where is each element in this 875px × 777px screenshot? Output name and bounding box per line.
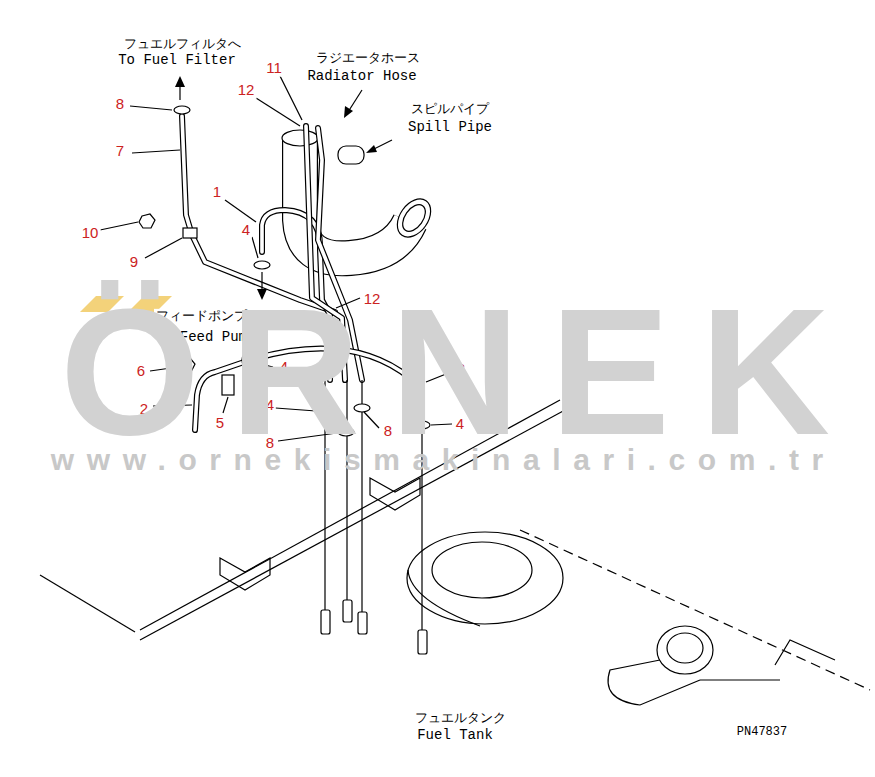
fuel-tank-part bbox=[667, 633, 703, 663]
tank-fittings-part bbox=[418, 630, 427, 654]
flow-arrows-part bbox=[344, 106, 353, 118]
url-watermark: www.ornekismakinalari.com.tr bbox=[38, 443, 836, 476]
flow-arrows-part bbox=[348, 90, 362, 112]
radiator-hose-part bbox=[282, 130, 318, 146]
tank-fittings-part bbox=[343, 600, 352, 622]
callout-number: 12 bbox=[236, 82, 257, 99]
drawing-number: PN47837 bbox=[735, 726, 789, 739]
callout-number: 10 bbox=[80, 225, 101, 242]
tank-fittings bbox=[321, 600, 427, 654]
fuel-tank-part bbox=[407, 532, 563, 624]
callout-number: 11 bbox=[264, 60, 284, 77]
jp-label: スピルパイプ bbox=[409, 102, 491, 116]
fuel-tank-part bbox=[520, 530, 870, 690]
leader-lines-part bbox=[252, 237, 258, 258]
flow-arrows bbox=[175, 76, 362, 300]
fuel-tank-part bbox=[220, 558, 270, 590]
clamps-bolts-part bbox=[254, 261, 270, 269]
spill-pipe-part bbox=[366, 145, 377, 153]
tank-fittings-part bbox=[358, 612, 367, 634]
callout-number: 1 bbox=[211, 184, 223, 201]
fuel-tank-part bbox=[370, 478, 420, 510]
tank-fittings-part bbox=[321, 610, 330, 634]
radiator-hose-part bbox=[390, 193, 437, 243]
callout-number: 9 bbox=[128, 254, 140, 271]
flow-arrows-part bbox=[175, 76, 185, 87]
callout-number: 8 bbox=[114, 96, 126, 113]
en-label: To Fuel Filter bbox=[116, 53, 238, 68]
jp-label: ラジエータホース bbox=[314, 51, 422, 65]
fuel-tank-part bbox=[657, 626, 713, 674]
jp-label: フュエルフィルタへ bbox=[122, 37, 243, 51]
leader-lines-part bbox=[145, 238, 182, 258]
leader-lines-part bbox=[280, 76, 302, 120]
callout-number: 7 bbox=[114, 143, 126, 160]
jp-label: フュエルタンク bbox=[413, 711, 508, 725]
leader-lines-part bbox=[225, 200, 256, 222]
fuel-tank-part bbox=[40, 575, 135, 632]
radiator-hose-part bbox=[398, 201, 430, 236]
fuel-tank-part bbox=[432, 542, 532, 598]
leader-lines-part bbox=[256, 98, 300, 126]
fuel-tank-part bbox=[775, 640, 835, 665]
fuel-tank-part bbox=[700, 679, 780, 680]
callout-number: 4 bbox=[240, 222, 252, 239]
spill-pipe-part bbox=[338, 146, 364, 164]
leader-lines-part bbox=[132, 150, 180, 153]
fuel-tank-part bbox=[608, 660, 700, 705]
spill-pipe bbox=[338, 140, 392, 164]
leader-lines-part bbox=[100, 222, 138, 230]
en-label: Radiator Hose bbox=[305, 69, 418, 84]
en-label: Fuel Tank bbox=[415, 728, 495, 743]
clamps-bolts-part bbox=[183, 228, 197, 238]
leader-lines-part bbox=[130, 106, 172, 110]
clamps-bolts-part bbox=[174, 106, 190, 114]
clamps-bolts-part bbox=[139, 214, 155, 228]
en-label: Spill Pipe bbox=[406, 120, 494, 135]
watermark: ÖRNEK bbox=[30, 282, 860, 462]
fuel-tank-part bbox=[408, 570, 480, 626]
